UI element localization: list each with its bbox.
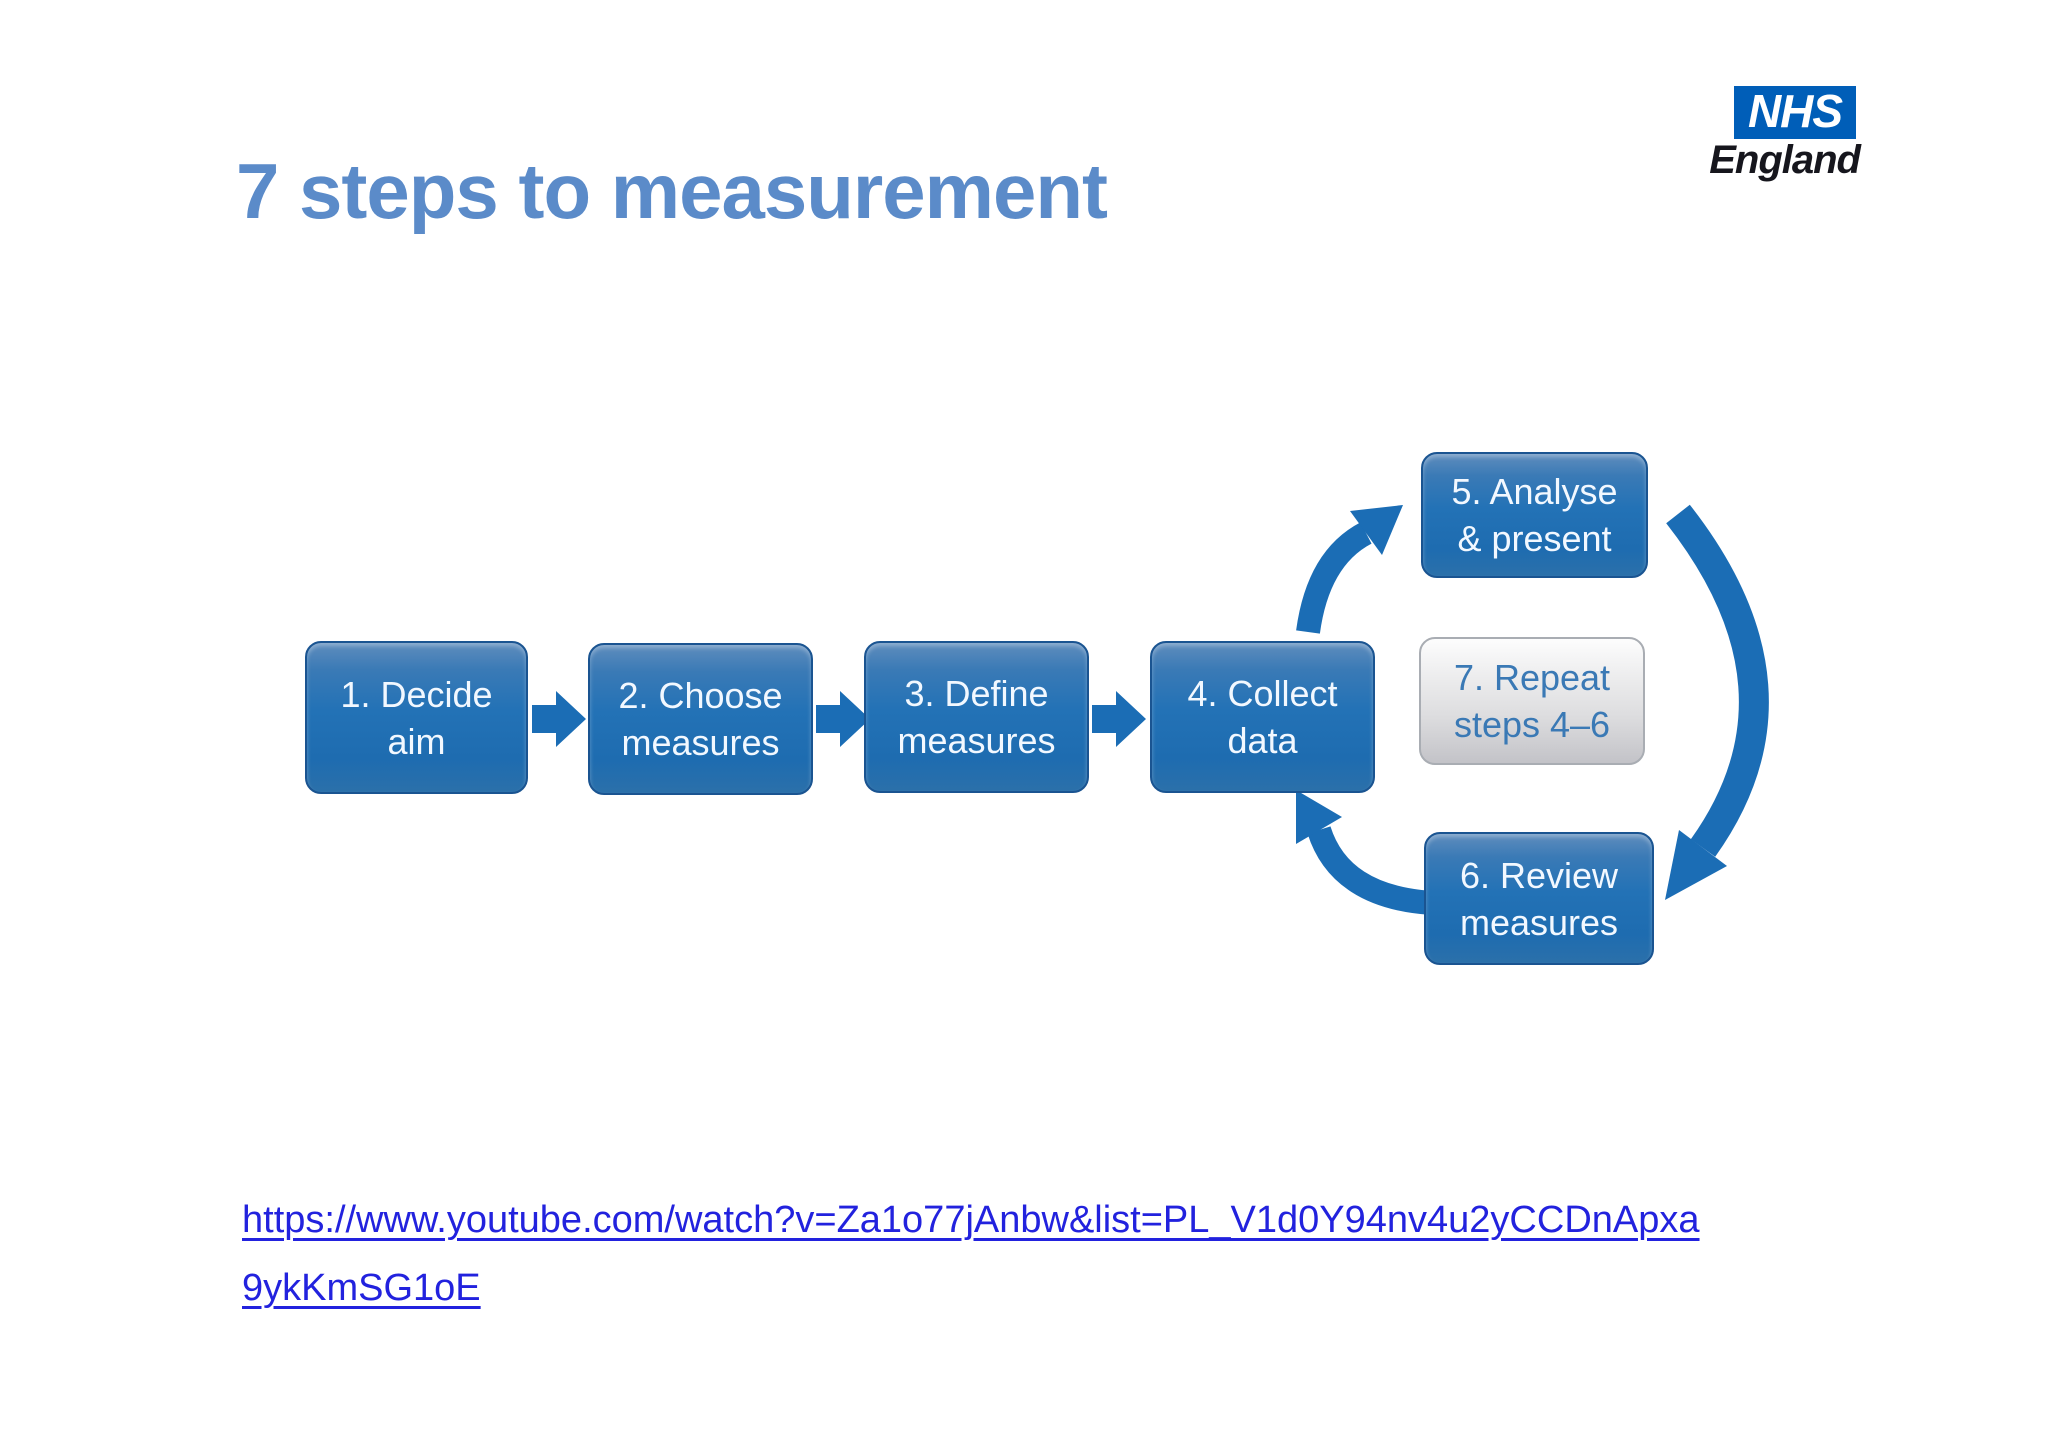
step-box-1-decide-aim: 1. Decide aim [305, 641, 528, 794]
nhs-logo: NHS [1734, 86, 1856, 139]
step-box-label: measures [897, 720, 1056, 761]
step-box-7-repeat-steps: 7. Repeat steps 4–6 [1419, 637, 1645, 765]
arrow-step3-to-step4-icon [1092, 691, 1146, 747]
step-box-label: 1. Decide [340, 673, 493, 715]
step-box-label: steps 4–6 [1453, 704, 1611, 745]
step-box-label: 6. Review [1459, 854, 1619, 896]
youtube-video-link-line1[interactable]: https://www.youtube.com/watch?v=Za1o77jA… [242, 1199, 1700, 1241]
cycle-arrow-review-to-collect-icon [1296, 790, 1433, 915]
step-box-label: aim [387, 720, 446, 762]
step-box-label: 3. Define [904, 673, 1049, 714]
step-box-3-define-measures: 3. Define measures [864, 641, 1089, 793]
step-box-2-choose-measures: 2. Choose measures [588, 643, 813, 795]
step-box-label: & present [1457, 518, 1612, 559]
arrow-step2-to-step3-icon [816, 691, 870, 747]
step-box-label: 2. Choose [618, 675, 783, 716]
youtube-video-link-line2[interactable]: 9ykKmSG1oE [242, 1267, 481, 1309]
step-box-label: 5. Analyse [1451, 471, 1618, 512]
nhs-logo-england-text: England [1709, 138, 1861, 182]
cycle-arrow-collect-to-analyse-icon [1296, 505, 1403, 634]
arrow-step1-to-step2-icon [532, 691, 586, 747]
step-box-label: measures [621, 722, 780, 763]
cycle-arrow-analyse-to-review-icon [1665, 504, 1769, 900]
step-box-6-review-measures: 6. Review measures [1424, 832, 1654, 965]
youtube-video-link[interactable]: https://www.youtube.com/watch?v=Za1o77jA… [242, 1186, 1700, 1322]
step-box-label: 7. Repeat [1453, 657, 1611, 698]
step-box-label: 4. Collect [1187, 673, 1338, 714]
step-box-label: measures [1459, 901, 1619, 943]
page-title: 7 steps to measurement [236, 147, 1108, 235]
step-box-label: data [1227, 720, 1298, 761]
step-box-4-collect-data: 4. Collect data [1150, 641, 1375, 793]
step-box-5-analyse-present: 5. Analyse & present [1421, 452, 1648, 578]
